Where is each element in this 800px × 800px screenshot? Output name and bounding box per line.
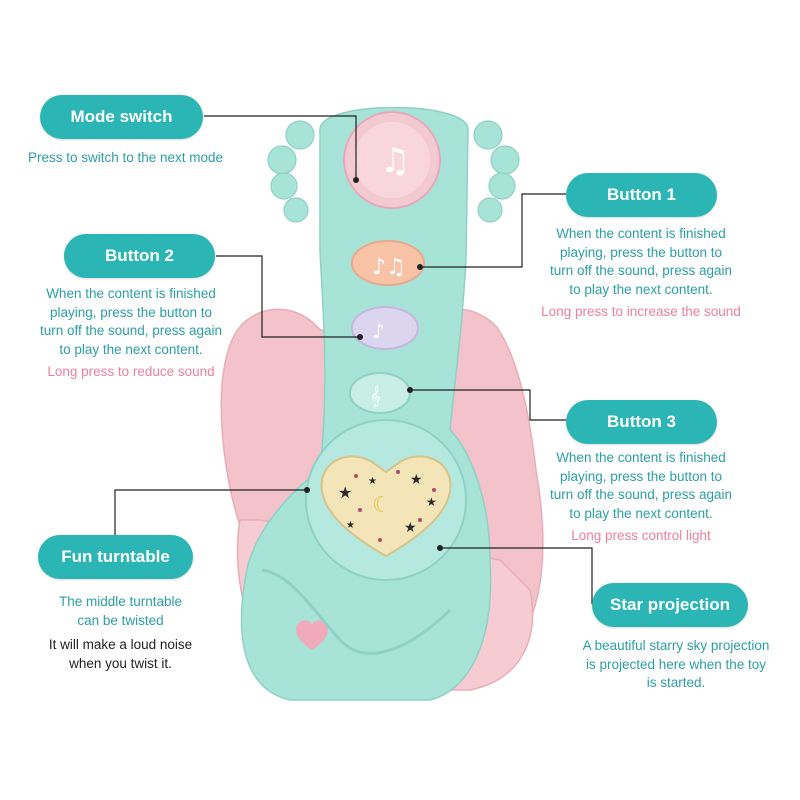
button1-connector — [420, 193, 566, 268]
button3-note: Long press control light — [571, 528, 711, 543]
svg-text:♫: ♫ — [380, 141, 410, 181]
mode-switch-label: Mode switch — [40, 95, 203, 139]
head-lobes — [267, 120, 520, 223]
svg-text:★: ★ — [368, 476, 377, 487]
button3-connector — [410, 389, 566, 421]
button-2-shape — [351, 306, 419, 350]
svg-text:♪♫: ♪♫ — [372, 255, 406, 280]
svg-text:★: ★ — [404, 519, 417, 535]
mode-switch-desc: Press to switch to the next mode — [27, 150, 224, 165]
svg-text:★: ★ — [426, 495, 437, 509]
button-1-shape — [351, 240, 425, 286]
svg-text:★: ★ — [346, 520, 355, 531]
button3-label: Button 3 — [566, 400, 717, 444]
button3-desc: When the content is finished playing, pr… — [524, 449, 758, 546]
svg-text:★: ★ — [410, 471, 423, 487]
button2-label: Button 2 — [64, 234, 215, 278]
projector-dots — [354, 470, 436, 542]
turntable-label: Fun turntable — [38, 535, 193, 579]
turntable-desc: The middle turntable can be twisted It w… — [48, 594, 193, 671]
svg-text:★: ★ — [338, 485, 352, 502]
svg-text:𝄞: 𝄞 — [370, 386, 381, 407]
svg-text:☾: ☾ — [372, 492, 392, 517]
svg-text:♪: ♪ — [372, 319, 385, 343]
button2-connector — [216, 255, 360, 338]
button1-note: Long press to increase the sound — [541, 304, 741, 319]
heart-projector — [320, 455, 452, 558]
star-projection-label: Star projection — [592, 583, 748, 627]
turntable-connector — [114, 489, 307, 538]
star-projection-desc: A beautiful starry sky projection is pro… — [582, 638, 770, 690]
mode-switch-connector — [204, 115, 357, 180]
button2-desc: When the content is finished playing, pr… — [8, 285, 254, 382]
button2-note: Long press to reduce sound — [47, 364, 215, 379]
button1-label: Button 1 — [566, 173, 717, 217]
lower-heart — [296, 620, 328, 650]
projector-stars: ★★ ★★ ★★ ☾ — [338, 471, 437, 535]
star-connector — [440, 547, 593, 604]
button1-desc: When the content is finished playing, pr… — [524, 225, 758, 322]
